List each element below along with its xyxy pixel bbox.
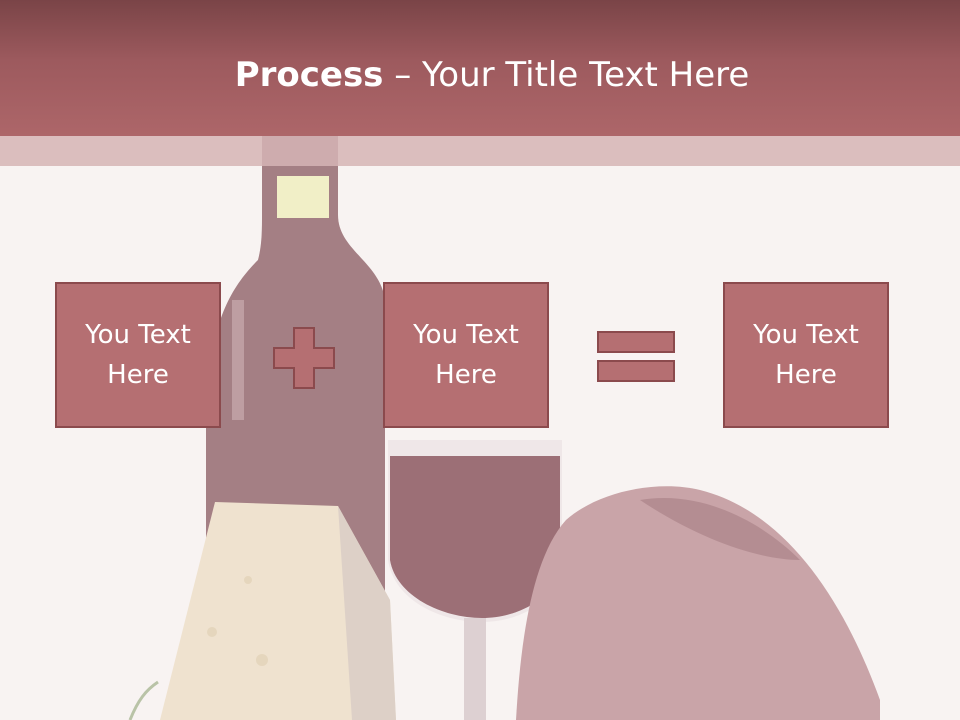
cheese-illustration — [160, 502, 396, 720]
process-box-2: You Text Here — [383, 282, 549, 428]
ham-illustration — [516, 486, 880, 720]
header-bar — [0, 0, 960, 136]
process-box-label: You Text Here — [753, 320, 859, 390]
process-box-1: You Text Here — [55, 282, 221, 428]
plus-icon — [273, 327, 335, 389]
slide-title: Process – Your Title Text Here — [0, 54, 960, 96]
process-box-label: You Text Here — [413, 320, 519, 390]
equals-icon — [597, 331, 675, 382]
header-stripe — [0, 136, 960, 166]
herb-illustration — [128, 680, 159, 720]
slide-title-bold: Process — [234, 55, 384, 95]
process-box-label: You Text Here — [85, 320, 191, 390]
process-box-3: You Text Here — [723, 282, 889, 428]
slide-title-rest: – Your Title Text Here — [383, 55, 750, 95]
wine-glass-illustration — [388, 440, 562, 720]
